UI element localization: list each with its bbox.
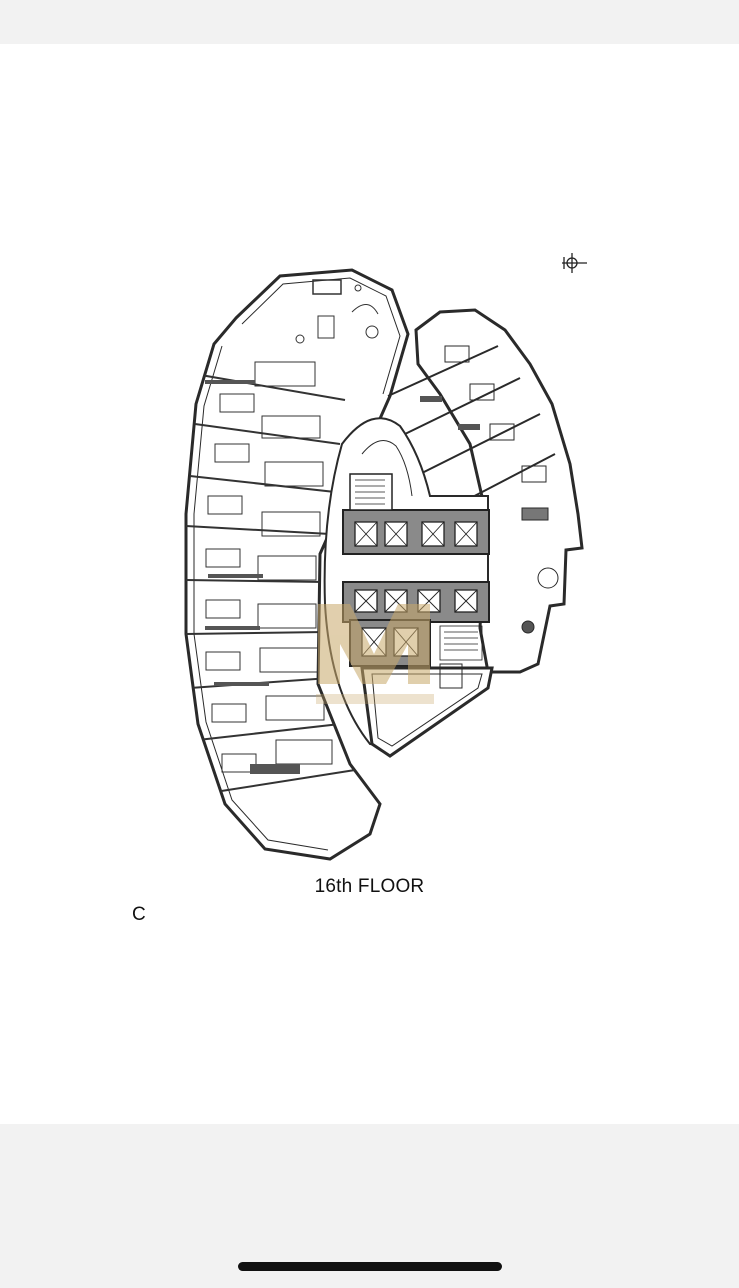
floor-plan-drawing [184, 253, 587, 861]
east-wing [387, 308, 584, 674]
home-indicator[interactable] [238, 1262, 502, 1271]
floor-title: 16th FLOOR [314, 876, 425, 897]
north-suite [295, 279, 379, 344]
west-wing [184, 268, 410, 861]
watermark-logo-icon [316, 604, 434, 704]
west-wing-rooms [186, 361, 356, 793]
service-block [360, 663, 494, 758]
north-arrow-icon [562, 253, 587, 273]
bottom-bar [0, 1124, 739, 1288]
status-bar [0, 0, 739, 44]
block-label: C [132, 904, 146, 925]
